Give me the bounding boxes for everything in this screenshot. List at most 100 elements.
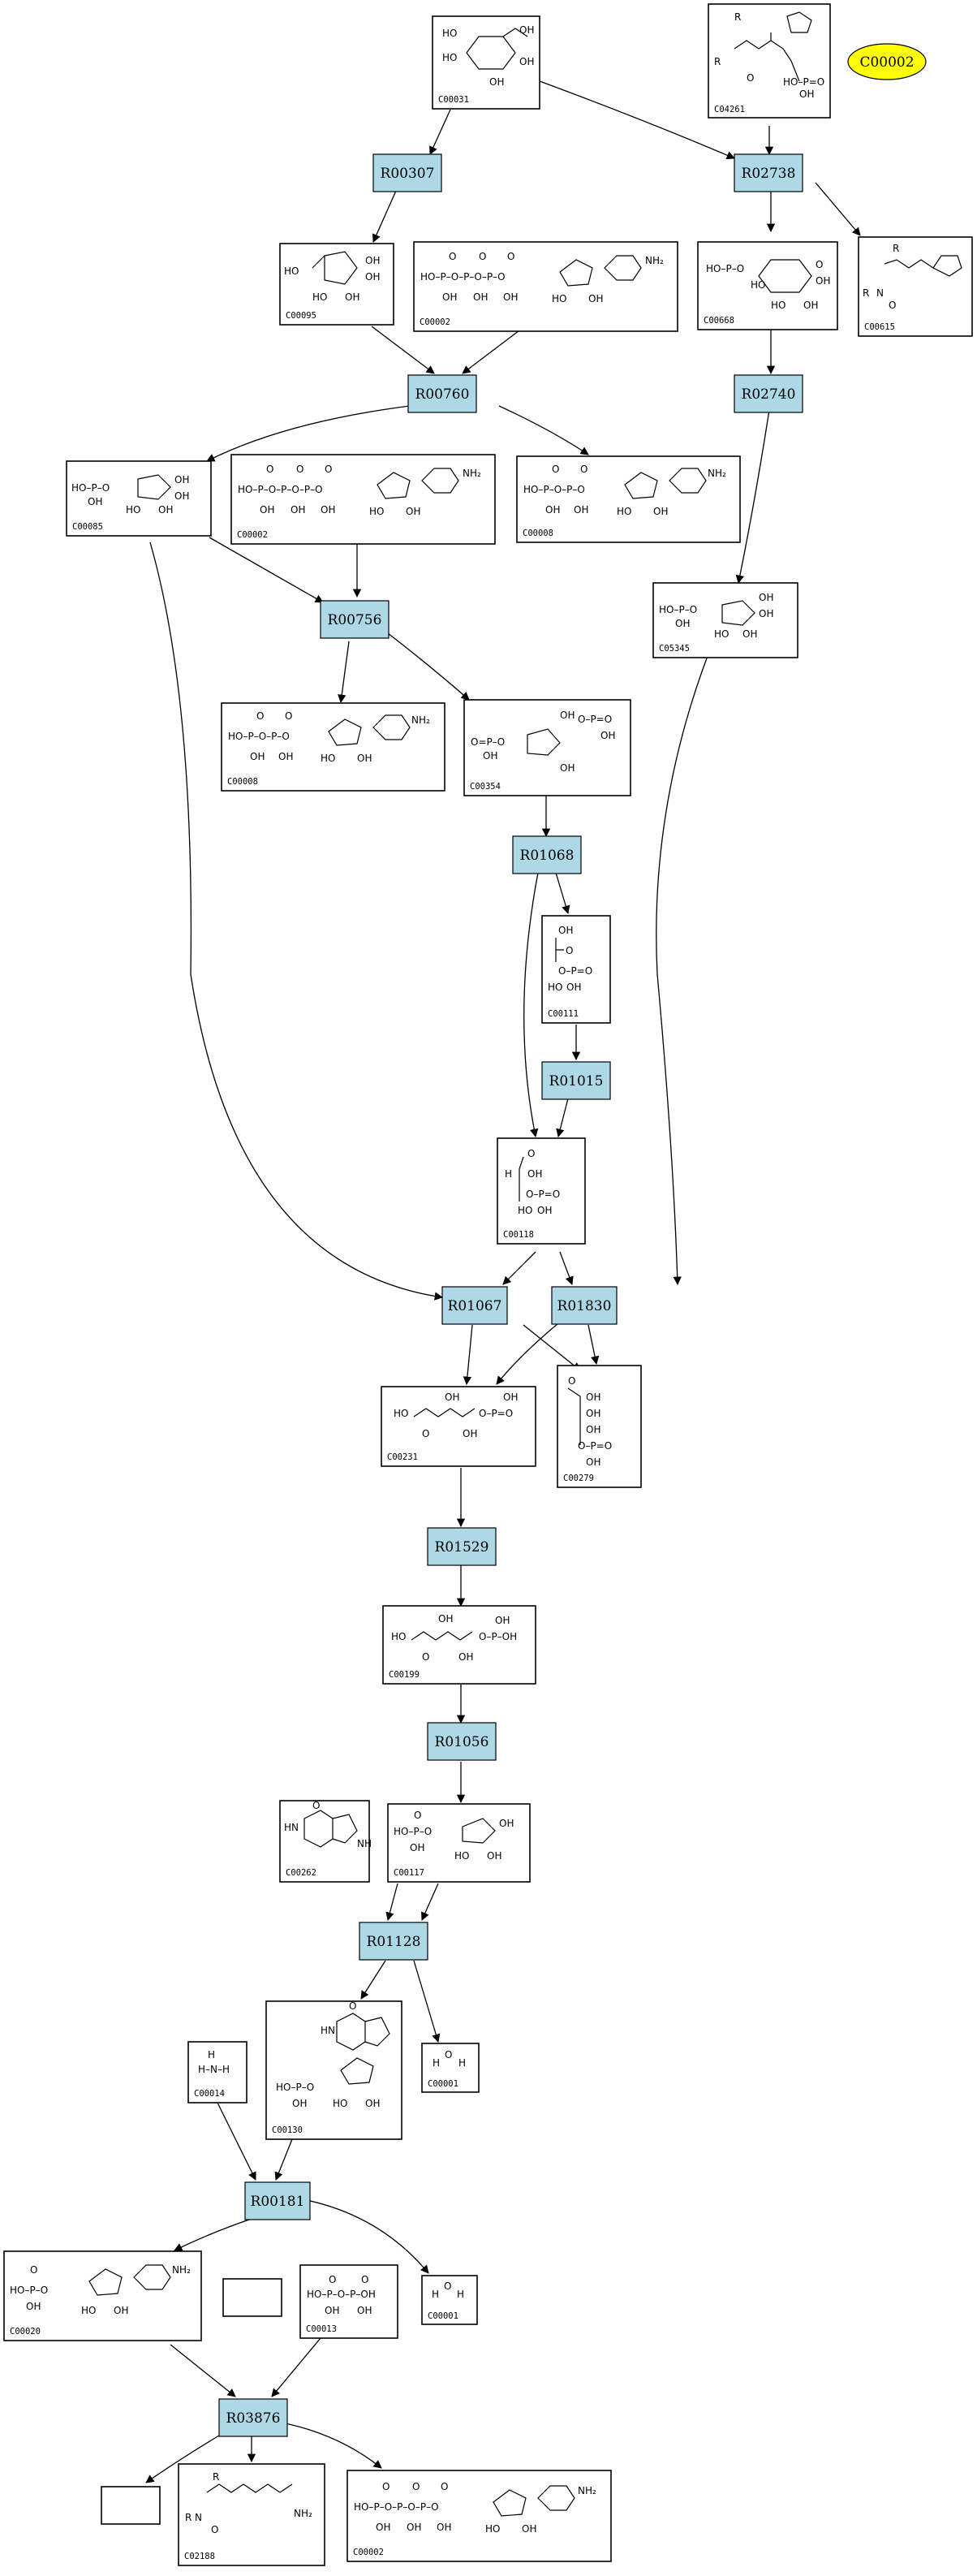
svg-text:O: O xyxy=(816,259,823,270)
compound-node[interactable]: HO–P–O OH OH OH HO OH C05345 xyxy=(652,582,798,658)
compound-node[interactable]: O H OH O–P=O OH HO C00118 xyxy=(497,1137,586,1245)
svg-text:HO–P–O: HO–P–O xyxy=(10,2285,48,2296)
structure: HO OH O OH O–P=O OH xyxy=(394,1392,518,1439)
legend-ellipse xyxy=(847,43,927,80)
svg-text:O: O xyxy=(412,2481,420,2492)
svg-text:OH: OH xyxy=(438,1613,453,1625)
svg-text:OH: OH xyxy=(675,618,690,629)
svg-text:O: O xyxy=(449,251,456,262)
compound-node[interactable]: R NH₂ R N O C02188 xyxy=(178,2463,325,2566)
reaction-label: R00756 xyxy=(328,612,382,628)
compound-node[interactable]: HO–P–O–P–O–P–O O O O OH OH OH NH₂ HO OH … xyxy=(230,454,496,545)
compound-node[interactable]: R R O HO–P=O OH C04261 xyxy=(708,3,831,119)
reaction-node[interactable]: R00307 xyxy=(372,153,442,192)
edge xyxy=(421,1883,439,1921)
compound-label: C00001 xyxy=(428,2079,458,2089)
reaction-node[interactable]: R01015 xyxy=(541,1061,611,1100)
compound-label: C02188 xyxy=(184,2552,215,2561)
reaction-node[interactable]: R01068 xyxy=(512,835,582,874)
reaction-node[interactable]: R02738 xyxy=(734,153,803,192)
compound-node[interactable]: O HN HO–P–O OH HO OH C00130 xyxy=(265,2000,402,2140)
svg-text:HO: HO xyxy=(714,628,729,640)
compound-node[interactable]: H O H C00001 xyxy=(421,2043,480,2093)
compound-label: C00117 xyxy=(394,1868,424,1878)
edge xyxy=(555,872,570,914)
compound-node[interactable]: HO OH O OH O–P–OH OH C00199 xyxy=(382,1605,536,1685)
svg-text:OH: OH xyxy=(653,506,668,517)
compound-node[interactable]: R R N O C00615 xyxy=(858,236,973,337)
reaction-node[interactable]: R03876 xyxy=(218,2398,288,2437)
reaction-node[interactable]: R00181 xyxy=(244,2181,311,2220)
compound-node[interactable]: H O H C00001 xyxy=(421,2275,478,2325)
svg-text:HO: HO xyxy=(442,52,457,63)
svg-text:OH: OH xyxy=(503,1392,518,1403)
svg-text:HO: HO xyxy=(442,28,457,39)
reaction-node[interactable]: R01056 xyxy=(427,1722,497,1761)
structure: O H OH O–P=O OH HO xyxy=(505,1148,560,1216)
compound-node[interactable]: HO–P–O O OH OH HO OH C00117 xyxy=(387,1803,531,1883)
compound-label: C00001 xyxy=(428,2311,458,2321)
reaction-node[interactable]: R00756 xyxy=(320,600,390,639)
edge xyxy=(735,409,770,585)
compound-node[interactable]: HO OH O OH O–P=O OH C00231 xyxy=(381,1386,536,1467)
compound-node[interactable]: OH HO HO OH OH C00031 xyxy=(432,15,540,110)
svg-text:H: H xyxy=(432,2289,439,2300)
compound-label: C00615 xyxy=(864,322,895,332)
svg-text:OH: OH xyxy=(503,291,518,303)
compound-node[interactable]: H H–N–H C00014 xyxy=(187,2041,247,2104)
svg-text:OH: OH xyxy=(803,300,818,311)
compound-node[interactable]: HO–P–O–P–O–P–O O O O OH OH OH NH₂ HO OH … xyxy=(346,2470,612,2562)
svg-text:OH: OH xyxy=(558,925,573,936)
edge xyxy=(462,330,520,374)
svg-text:O: O xyxy=(889,300,896,311)
edge xyxy=(285,2423,382,2469)
compound-node[interactable]: HO–P–O–P–O–P–O O O O OH OH OH NH₂ HO OH … xyxy=(413,241,678,332)
compound-node[interactable] xyxy=(222,2278,282,2317)
structure: HO–P–O O OH HO HO OH xyxy=(706,259,830,311)
compound-node[interactable] xyxy=(101,2486,161,2525)
svg-text:HO: HO xyxy=(548,982,562,993)
compound-label: C00118 xyxy=(503,1230,534,1240)
compound-node[interactable]: HO–P–O OH OH OH HO OH C00085 xyxy=(66,460,212,537)
structure: O OH OH OH O–P=O OH xyxy=(567,1375,612,1468)
svg-text:H: H xyxy=(208,2049,215,2060)
svg-text:HO: HO xyxy=(126,504,140,516)
svg-text:OH: OH xyxy=(560,710,575,721)
compound-node[interactable]: O=P–O OH OH O–P=O OH OH C00354 xyxy=(463,699,631,796)
reaction-label: R00181 xyxy=(251,2194,305,2210)
reaction-node[interactable]: R02740 xyxy=(734,374,803,413)
compound-node[interactable]: O OH OH OH O–P=O OH C00279 xyxy=(557,1365,642,1488)
reaction-node[interactable]: R01128 xyxy=(359,1922,428,1961)
reaction-node[interactable]: R01529 xyxy=(427,1527,497,1566)
compound-node[interactable]: HO OH OH HO OH C00095 xyxy=(279,243,394,326)
compound-node[interactable]: O HN NH C00262 xyxy=(279,1800,372,1883)
compound-node[interactable]: OH O O–P=O OH HO C00111 xyxy=(541,915,611,1024)
svg-text:OH: OH xyxy=(545,504,560,516)
reaction-node[interactable]: R01067 xyxy=(441,1286,508,1325)
structure: R R O HO–P=O OH xyxy=(714,11,824,100)
svg-text:NH₂: NH₂ xyxy=(708,468,726,479)
reaction-node[interactable]: R01830 xyxy=(551,1286,618,1325)
svg-text:OH: OH xyxy=(406,506,420,517)
svg-text:HO: HO xyxy=(81,2305,96,2316)
compound-node[interactable]: O O HO–P–O–P–OH OH OH C00013 xyxy=(299,2264,398,2339)
compound-node[interactable]: HO–P–O–P–O O O OH OH NH₂ HO OH C00008 xyxy=(221,702,445,792)
svg-text:OH: OH xyxy=(489,76,504,88)
svg-text:O: O xyxy=(441,2481,448,2492)
svg-text:OH: OH xyxy=(586,1456,600,1468)
svg-text:OH: OH xyxy=(566,982,581,993)
compound-node[interactable]: HO–P–O–P–O O O OH OH NH₂ HO OH C00008 xyxy=(516,455,741,543)
compound-node[interactable]: HO–P–O O OH HO HO OH C00668 xyxy=(697,241,838,330)
svg-text:OH: OH xyxy=(463,1428,477,1439)
svg-text:OH: OH xyxy=(357,753,372,764)
svg-text:O–P=O: O–P=O xyxy=(578,1440,612,1452)
svg-text:O: O xyxy=(445,2049,452,2060)
compound-node[interactable]: HO–P–O O OH NH₂ HO OH C00020 xyxy=(3,2250,202,2341)
svg-text:NH₂: NH₂ xyxy=(172,2264,191,2276)
compound-label: C00002 xyxy=(237,530,268,540)
svg-text:H: H xyxy=(457,2289,464,2300)
reaction-node[interactable]: R00760 xyxy=(407,374,477,413)
svg-text:NH₂: NH₂ xyxy=(294,2508,312,2519)
svg-text:O: O xyxy=(566,945,573,956)
svg-text:OH: OH xyxy=(522,2523,536,2535)
